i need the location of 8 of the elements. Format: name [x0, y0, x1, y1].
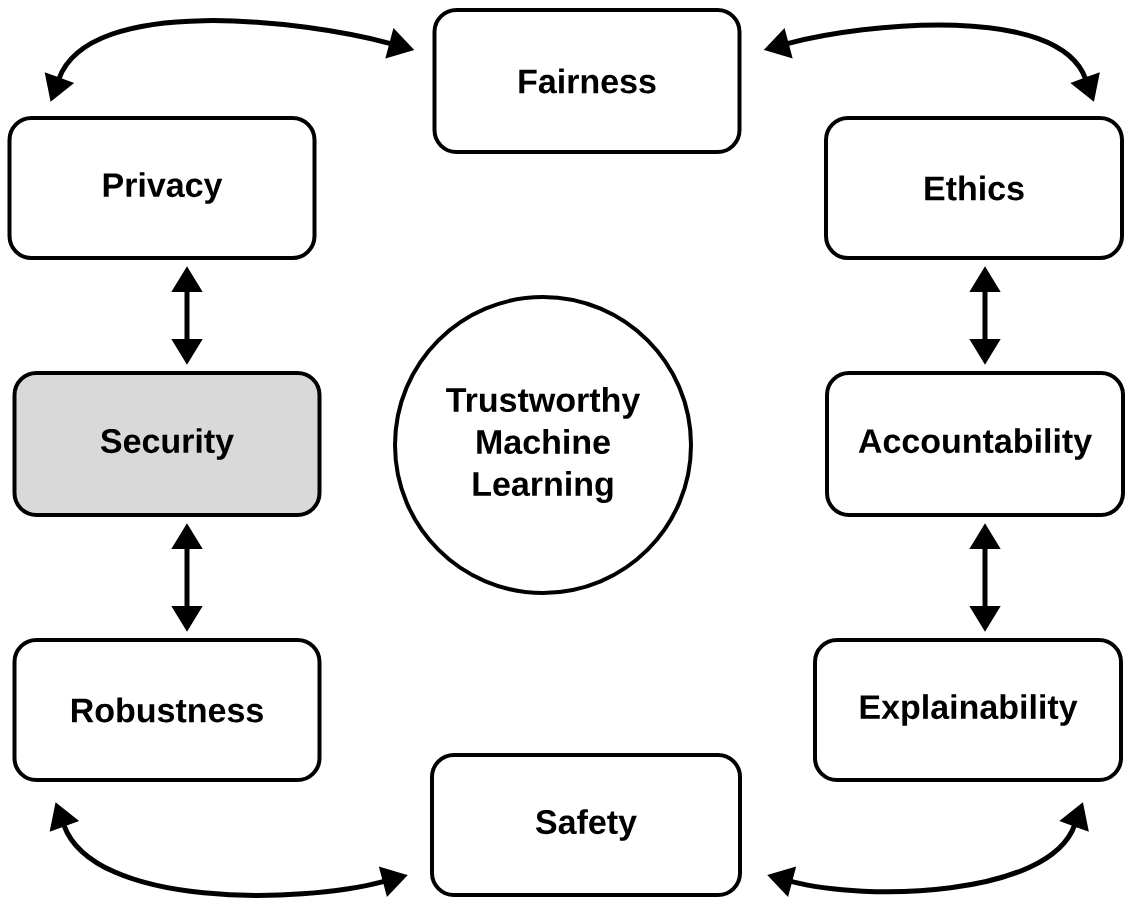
process-box: Safety — [430, 753, 742, 897]
process-box: Fairness — [432, 8, 742, 154]
process-box: Ethics — [824, 116, 1124, 260]
process-box: Privacy — [7, 116, 317, 260]
process-box: Robustness — [12, 638, 322, 782]
process-box: Accountability — [825, 371, 1125, 517]
process-box: Security — [12, 371, 322, 517]
process-box: Explainability — [813, 638, 1123, 782]
